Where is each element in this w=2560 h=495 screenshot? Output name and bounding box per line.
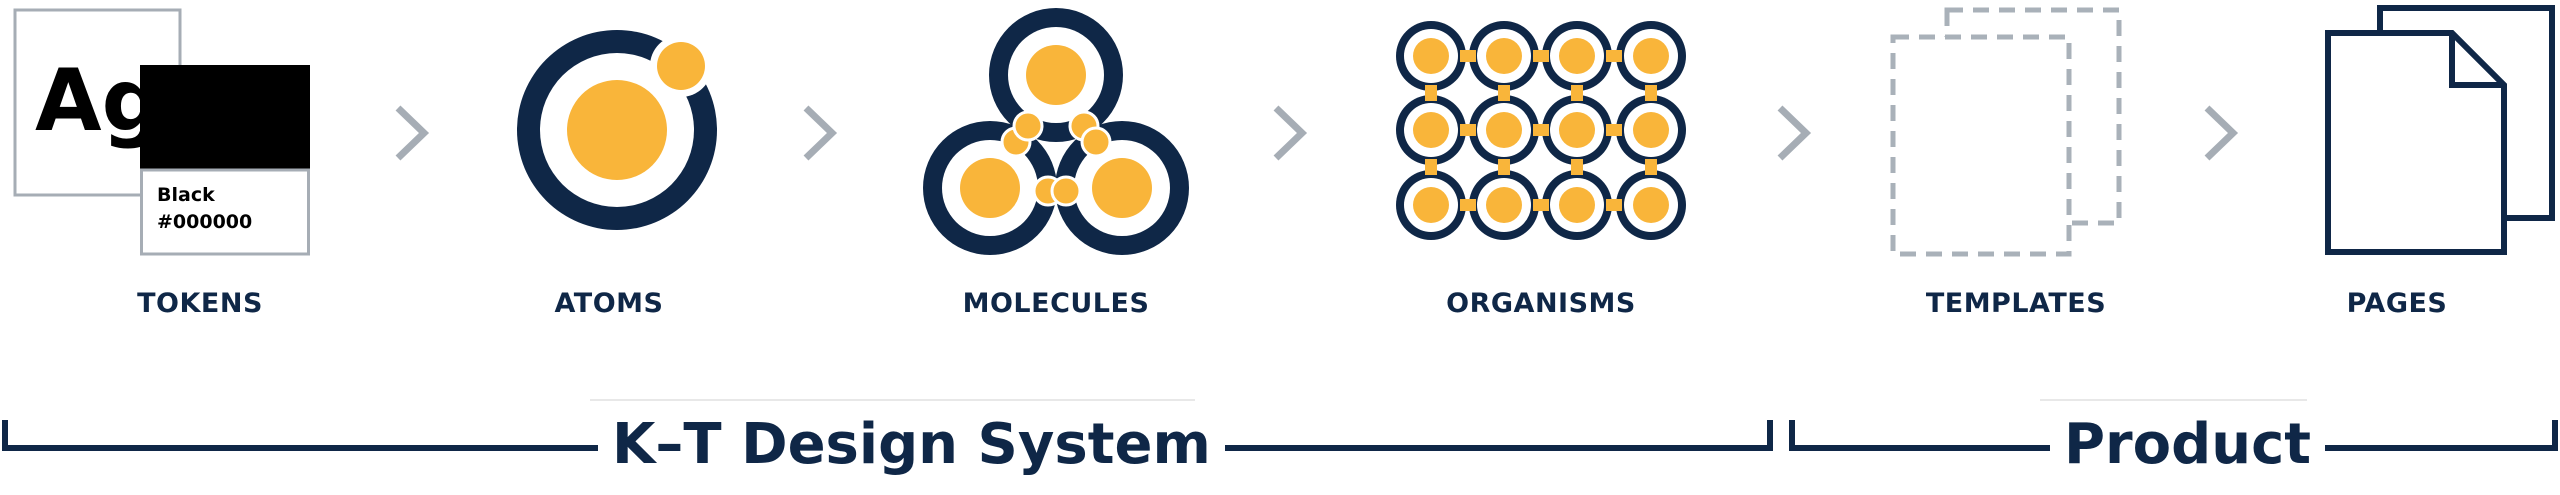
organism-grid-icon [1396,21,1686,240]
chevron-right-icon [395,105,430,161]
step-label-tokens: TOKENS [137,288,263,319]
pages-icon [2325,5,2555,255]
group-label-product: Product [2050,412,2326,477]
step-label-organisms: ORGANISMS [1446,288,1636,319]
dashed-pages-icon [1890,7,2122,257]
step-label-pages: PAGES [2346,288,2448,319]
chevron-right-icon [2204,105,2239,161]
atom-icon [517,30,717,230]
swatch-hex: #000000 [157,211,253,233]
step-label-atoms: ATOMS [554,288,664,319]
chevron-right-icon [1273,105,1308,161]
molecule-icon [923,8,1189,255]
chevron-right-icon [803,105,838,161]
chevron-right-icon [1777,105,1812,161]
step-label-templates: TEMPLATES [1925,288,2107,319]
step-label-molecules: MOLECULES [962,288,1150,319]
token-swatch-icon: Ag [13,8,310,256]
swatch-name: Black [157,184,215,206]
group-label-design-system: K–T Design System [598,412,1225,477]
black-swatch [140,65,310,170]
